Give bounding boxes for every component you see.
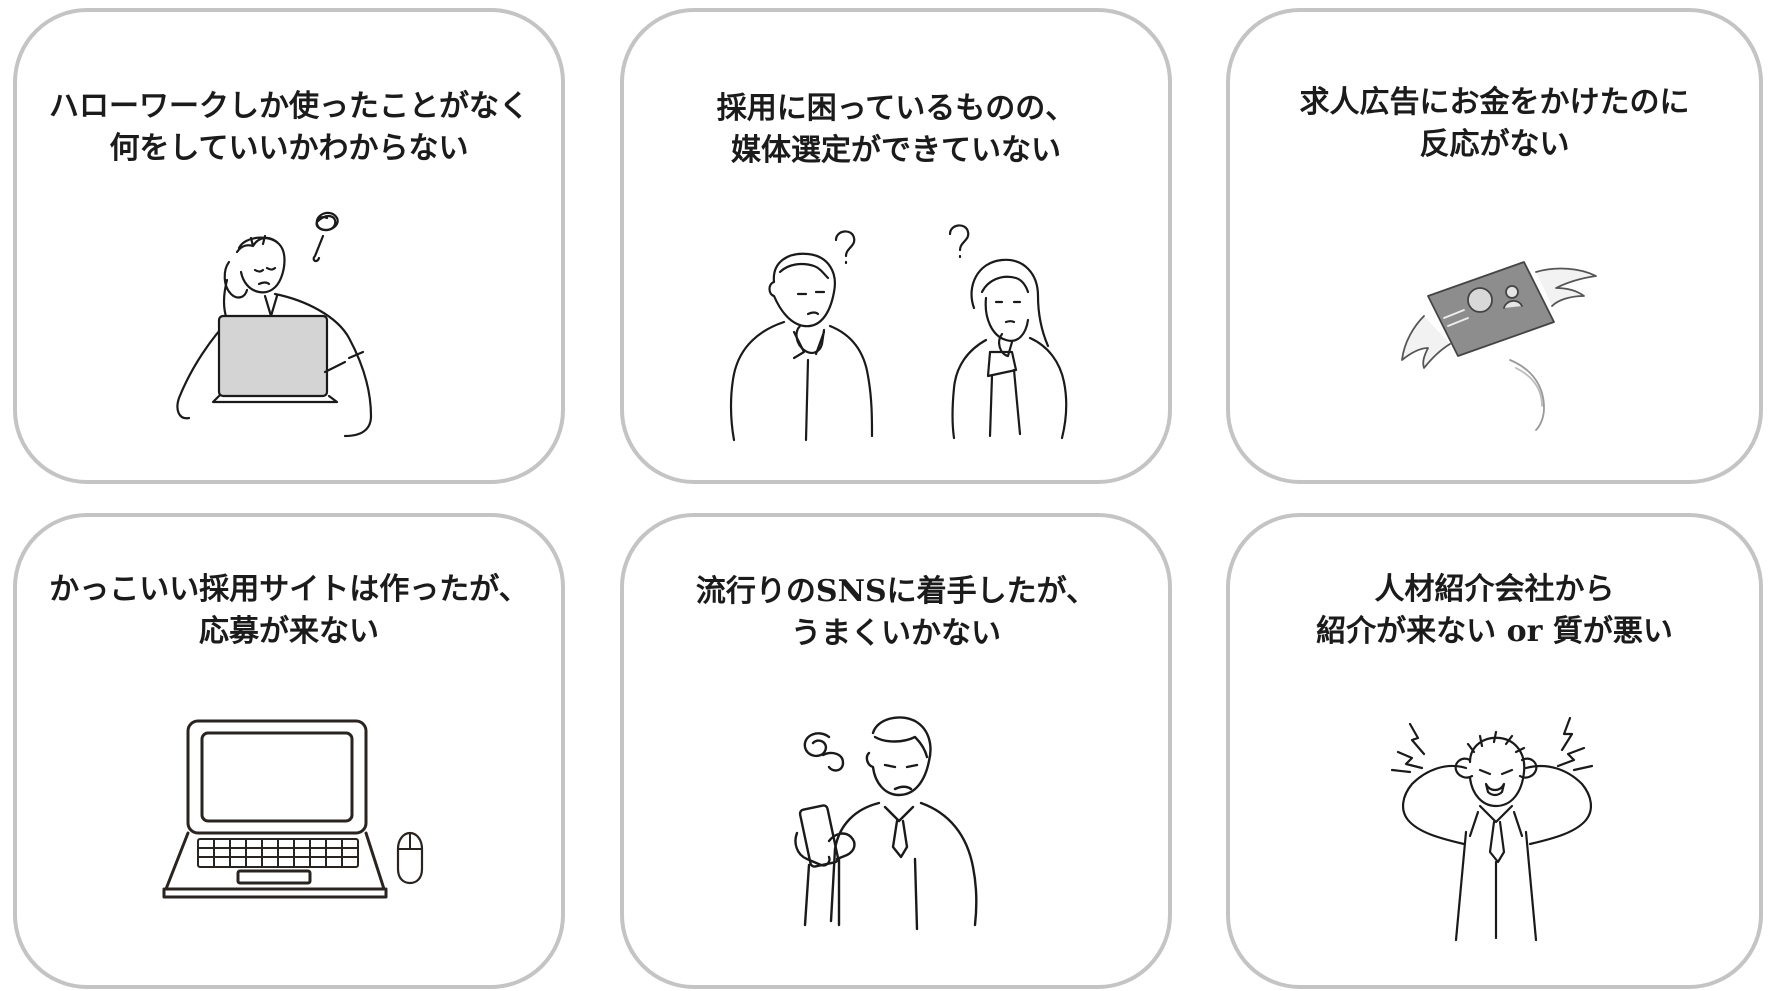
problem-card-4: かっこいい採用サイトは作ったが、 応募が来ない <box>13 513 565 989</box>
problem-card-3: 求人広告にお金をかけたのに 反応がない <box>1226 8 1763 484</box>
confused-man-phone-icon <box>789 709 1009 934</box>
card-title: かっこいい採用サイトは作ったが、 応募が来ない <box>17 569 561 653</box>
card-title-line1: 求人広告にお金をかけたのに <box>1299 85 1690 120</box>
flying-money-icon <box>1400 252 1600 432</box>
card-title-line2: 反応がない <box>1419 127 1570 162</box>
confused-people-icon <box>724 222 1074 442</box>
card-title-line2: うまくいかない <box>791 616 1001 651</box>
card-title-line1: ハローワークしか使ったことがなく <box>49 89 529 124</box>
card-title: 採用に困っているものの、 媒体選定ができていない <box>624 88 1168 172</box>
problem-card-1: ハローワークしか使ったことがなく 何をしていいかわからない <box>13 8 565 484</box>
card-title-line2: 紹介が来ない or 質が悪い <box>1316 614 1673 649</box>
card-title-line2: 応募が来ない <box>199 614 379 649</box>
card-title: 求人広告にお金をかけたのに 反応がない <box>1230 82 1759 166</box>
stressed-man-laptop-icon <box>167 192 407 452</box>
card-title-line1: 採用に困っているものの、 <box>716 91 1076 126</box>
card-title-line1: 人材紹介会社から <box>1374 572 1615 607</box>
problem-card-6: 人材紹介会社から 紹介が来ない or 質が悪い <box>1226 513 1763 989</box>
card-title-line1: 流行りのSNSに着手したが、 <box>695 574 1097 609</box>
card-title-line2: 媒体選定ができていない <box>731 133 1061 168</box>
laptop-icon <box>162 717 432 902</box>
frustrated-man-icon <box>1370 712 1620 942</box>
problem-card-2: 採用に困っているものの、 媒体選定ができていない <box>620 8 1172 484</box>
card-title: ハローワークしか使ったことがなく 何をしていいかわからない <box>17 86 561 170</box>
card-title: 流行りのSNSに着手したが、 うまくいかない <box>624 571 1168 655</box>
card-title-line1: かっこいい採用サイトは作ったが、 <box>49 572 529 607</box>
card-title: 人材紹介会社から 紹介が来ない or 質が悪い <box>1230 569 1759 653</box>
card-title-line2: 何をしていいかわからない <box>109 131 469 166</box>
problem-card-5: 流行りのSNSに着手したが、 うまくいかない <box>620 513 1172 989</box>
